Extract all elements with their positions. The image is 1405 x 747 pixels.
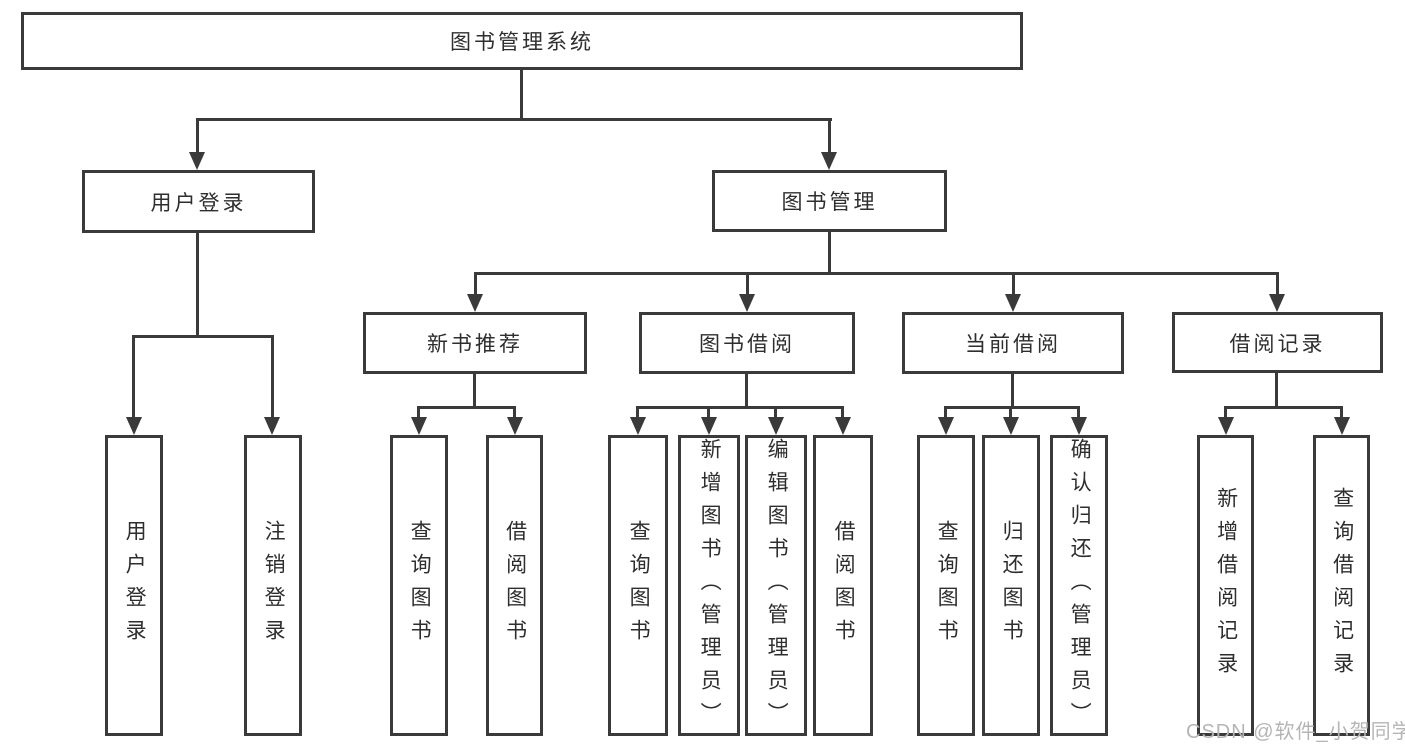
leaf-user-login: 用户登录 — [105, 435, 163, 736]
arrowhead-bb-edit — [768, 417, 784, 435]
node-book-borrow: 图书借阅 — [639, 312, 855, 374]
arrowhead-br-query — [1334, 417, 1350, 435]
connector-book-mgmt-stem — [828, 232, 831, 274]
csdn-watermark: CSDN @软件_小贺同学 — [1186, 721, 1405, 743]
arrowhead-nbr-borrow — [507, 417, 523, 435]
leaf-bb-add-books-admin-label: 新增图书（管理员） — [698, 438, 722, 735]
connector-drop-book-borrow — [746, 272, 749, 300]
leaf-cb-return-books: 归还图书 — [982, 435, 1040, 736]
connector-drop-br-add — [1224, 406, 1227, 422]
node-root-system: 图书管理系统 — [21, 12, 1023, 70]
node-user-login-label: 用户登录 — [150, 191, 247, 215]
leaf-user-login-label: 用户登录 — [123, 519, 147, 652]
connector-borrow-record-stem — [1275, 373, 1278, 408]
node-borrow-record-label: 借阅记录 — [1229, 332, 1326, 356]
leaf-cb-confirm-return-admin-label: 确认归还（管理员） — [1068, 438, 1092, 735]
leaf-bb-query-books-label: 查询图书 — [627, 519, 651, 652]
arrowhead-cb-confirm — [1071, 417, 1087, 435]
node-new-book-rec: 新书推荐 — [363, 312, 587, 374]
connector-root-split — [196, 118, 832, 121]
node-book-mgmt-label: 图书管理 — [781, 191, 878, 214]
connector-drop-login-leaf — [132, 335, 135, 423]
leaf-bb-add-books-admin: 新增图书（管理员） — [678, 435, 740, 736]
arrowhead-book-borrow — [739, 294, 755, 312]
connector-book-mgmt-split — [474, 272, 1279, 275]
node-current-borrow-label: 当前借阅 — [965, 333, 1061, 356]
arrowhead-bb-borrow — [835, 417, 851, 435]
leaf-br-add-record: 新增借阅记录 — [1197, 435, 1254, 736]
node-new-book-rec-label: 新书推荐 — [427, 333, 523, 356]
leaf-br-query-record: 查询借阅记录 — [1313, 435, 1370, 736]
arrowhead-bb-add — [701, 417, 717, 435]
leaf-nbr-borrow-books: 借阅图书 — [486, 435, 543, 736]
connector-current-borrow-stem — [1011, 374, 1014, 408]
connector-borrow-record-split — [1225, 406, 1343, 409]
connector-book-borrow-split — [637, 406, 844, 409]
leaf-nbr-query-books: 查询图书 — [390, 435, 448, 736]
connector-drop-borrow-record — [1276, 272, 1279, 300]
connector-drop-bb-edit — [774, 406, 777, 422]
connector-drop-cb-query — [944, 406, 947, 422]
leaf-logout: 注销登录 — [244, 435, 302, 736]
connector-user-login-split — [132, 335, 274, 338]
node-borrow-record: 借阅记录 — [1172, 312, 1383, 373]
connector-drop-bb-query — [636, 406, 639, 422]
leaf-logout-label: 注销登录 — [262, 519, 286, 652]
leaf-cb-query-books: 查询图书 — [917, 435, 975, 736]
leaf-nbr-query-books-label: 查询图书 — [408, 519, 432, 652]
connector-drop-user-login — [196, 118, 199, 156]
leaf-cb-query-books-label: 查询图书 — [935, 519, 959, 652]
node-current-borrow: 当前借阅 — [902, 312, 1124, 374]
leaf-bb-borrow-books-label: 借阅图书 — [832, 519, 856, 652]
node-book-mgmt: 图书管理 — [712, 170, 947, 232]
node-user-login: 用户登录 — [82, 170, 315, 233]
leaf-bb-query-books: 查询图书 — [608, 435, 668, 736]
connector-drop-cb-return — [1009, 406, 1012, 422]
connector-new-book-rec-split — [418, 406, 516, 409]
connector-current-borrow-split — [945, 406, 1080, 409]
arrowhead-cb-return — [1003, 417, 1019, 435]
connector-drop-nbr-query — [417, 406, 420, 422]
connector-book-borrow-stem — [745, 374, 748, 408]
leaf-br-query-record-label: 查询借阅记录 — [1330, 486, 1354, 685]
arrowhead-user-login — [189, 152, 205, 170]
arrowhead-cb-query — [938, 417, 954, 435]
connector-drop-current-borrow — [1012, 272, 1015, 300]
connector-drop-logout-leaf — [271, 335, 274, 423]
connector-drop-bb-borrow — [841, 406, 844, 422]
arrowhead-current-borrow — [1005, 294, 1021, 312]
leaf-nbr-borrow-books-label: 借阅图书 — [503, 519, 527, 652]
connector-drop-book-mgmt — [828, 118, 831, 156]
leaf-bb-edit-books-admin-label: 编辑图书（管理员） — [765, 438, 789, 735]
leaf-bb-borrow-books: 借阅图书 — [813, 435, 873, 736]
node-root-label: 图书管理系统 — [450, 31, 594, 54]
arrowhead-login-leaf — [126, 417, 142, 435]
node-book-borrow-label: 图书借阅 — [699, 333, 795, 356]
leaf-cb-return-books-label: 归还图书 — [1000, 519, 1024, 652]
leaf-cb-confirm-return-admin: 确认归还（管理员） — [1050, 435, 1108, 736]
connector-drop-br-query — [1340, 406, 1343, 422]
connector-root-stem — [520, 70, 523, 120]
arrowhead-nbr-query — [411, 417, 427, 435]
connector-drop-bb-add — [707, 406, 710, 422]
leaf-br-add-record-label: 新增借阅记录 — [1214, 486, 1238, 685]
arrowhead-bb-query — [630, 417, 646, 435]
leaf-bb-edit-books-admin: 编辑图书（管理员） — [745, 435, 807, 736]
arrowhead-borrow-record — [1269, 294, 1285, 312]
connector-drop-cb-confirm — [1077, 406, 1080, 422]
connector-new-book-rec-stem — [473, 374, 476, 408]
connector-drop-new-book-rec — [474, 272, 477, 300]
arrowhead-br-add — [1218, 417, 1234, 435]
arrowhead-logout-leaf — [264, 417, 280, 435]
connector-user-login-stem — [196, 233, 199, 338]
arrowhead-book-mgmt — [821, 152, 837, 170]
arrowhead-new-book-rec — [467, 294, 483, 312]
connector-drop-nbr-borrow — [513, 406, 516, 422]
